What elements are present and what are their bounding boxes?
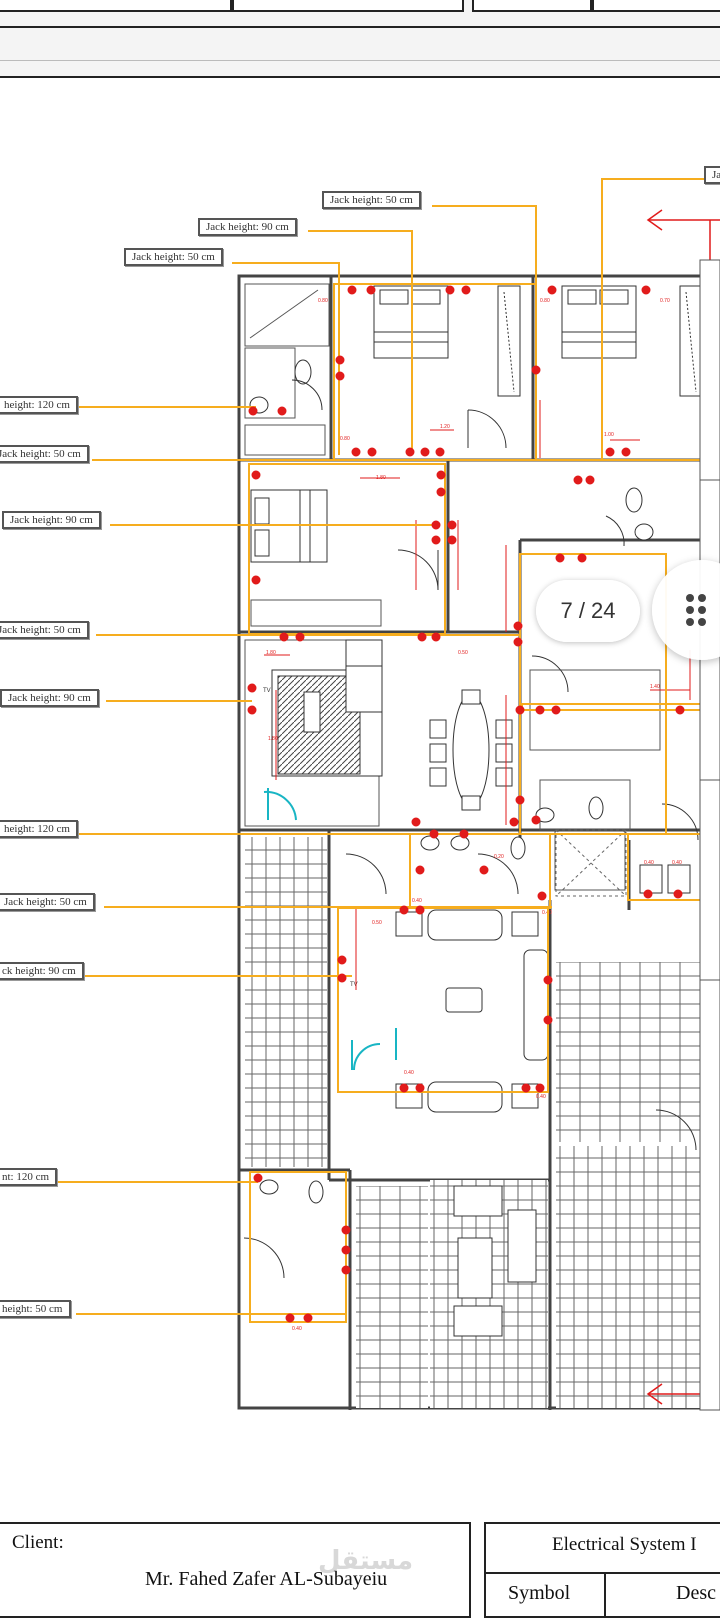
- tiled-area-left: [245, 837, 327, 1167]
- svg-text:TV: TV: [263, 688, 271, 694]
- svg-text:0.70: 0.70: [660, 298, 670, 304]
- jack-label-14: Jac: [704, 166, 720, 184]
- legend-divider: [486, 1572, 720, 1574]
- top-table-cells: [0, 0, 720, 12]
- client-name: Mr. Fahed Zafer AL-Subayeiu: [145, 1568, 388, 1590]
- svg-text:0.80: 0.80: [540, 298, 550, 304]
- legend-panel: Electrical System I Symbol Desc: [484, 1522, 720, 1618]
- svg-text:0.40: 0.40: [292, 1326, 302, 1332]
- jack-label-4: height: 120 cm: [0, 396, 78, 414]
- floor-plan-drawing[interactable]: TV TV 0.80 0.80 0.70 0.80 1.20 1.0: [0, 80, 720, 1500]
- symbol-header: Symbol: [508, 1582, 571, 1604]
- jack-label-9: height: 120 cm: [0, 820, 78, 838]
- header-band: [0, 0, 720, 78]
- jack-label-11: ck height: 90 cm: [0, 962, 84, 980]
- sanitary-fixtures: [249, 359, 691, 1204]
- svg-text:1.20: 1.20: [440, 424, 450, 430]
- jack-label-6: Jack height: 90 cm: [2, 511, 101, 529]
- watermark-logo: مستقل: [318, 1546, 414, 1576]
- legend-column-divider: [604, 1572, 606, 1616]
- dimension-lines: [264, 400, 691, 1080]
- svg-text:0.40: 0.40: [536, 1094, 546, 1100]
- svg-text:0.40: 0.40: [412, 898, 422, 904]
- sheet-title: Electrical System I: [552, 1534, 697, 1555]
- svg-text:0.40: 0.40: [672, 860, 682, 866]
- svg-text:1.40: 1.40: [650, 684, 660, 690]
- header-rule-top: [0, 26, 720, 28]
- jack-label-8: Jack height: 90 cm: [0, 689, 99, 707]
- svg-text:TV: TV: [350, 982, 358, 988]
- jack-label-12: nt: 120 cm: [0, 1168, 58, 1186]
- jack-label-10: Jack height: 50 cm: [0, 893, 95, 911]
- svg-text:1.80: 1.80: [266, 650, 276, 656]
- svg-text:1.00: 1.00: [604, 432, 614, 438]
- svg-text:0.40: 0.40: [542, 910, 552, 916]
- jack-label-7: Jack height: 50 cm: [0, 621, 89, 639]
- stairs-left: [356, 1186, 428, 1408]
- description-header: Desc: [676, 1582, 716, 1604]
- page-indicator[interactable]: 7 / 24: [536, 580, 640, 642]
- stairs-right: [556, 962, 706, 1142]
- svg-text:0.80: 0.80: [340, 436, 350, 442]
- bedroom-furniture: [250, 285, 703, 563]
- jack-label-2: Jack height: 90 cm: [198, 218, 297, 236]
- jack-label-13: height: 50 cm: [0, 1300, 71, 1318]
- svg-text:0.80: 0.80: [318, 298, 328, 304]
- svg-text:0.50: 0.50: [458, 650, 468, 656]
- jack-label-1: Jack height: 50 cm: [322, 191, 421, 209]
- tiled-area-right: [556, 1146, 720, 1408]
- client-label: Client:: [12, 1532, 64, 1553]
- outlet-markers: [247, 285, 720, 1323]
- header-rule-bottom: [0, 76, 720, 78]
- electrical-wiring: [50, 178, 720, 1323]
- dots-grid-icon: [686, 594, 706, 626]
- svg-text:1.80: 1.80: [268, 736, 278, 742]
- svg-text:0.20: 0.20: [494, 854, 504, 860]
- doors: [243, 379, 699, 1279]
- svg-text:0.40: 0.40: [404, 1070, 414, 1076]
- entrance-doors: [263, 788, 397, 1071]
- client-panel: Client: مستقل Mr. Fahed Zafer AL-Subayei…: [0, 1522, 471, 1618]
- jack-label-3: Jack height: 50 cm: [124, 248, 223, 266]
- jack-label-5: Jack height: 50 cm: [0, 445, 89, 463]
- drawing-title-block: Client: مستقل Mr. Fahed Zafer AL-Subayei…: [0, 1504, 720, 1618]
- svg-text:1.80: 1.80: [376, 475, 386, 481]
- floor-plan-svg: TV TV 0.80 0.80 0.70 0.80 1.20 1.0: [50, 178, 720, 1411]
- svg-text:0.40: 0.40: [644, 860, 654, 866]
- header-rule-mid: [0, 60, 720, 61]
- svg-text:0.50: 0.50: [372, 920, 382, 926]
